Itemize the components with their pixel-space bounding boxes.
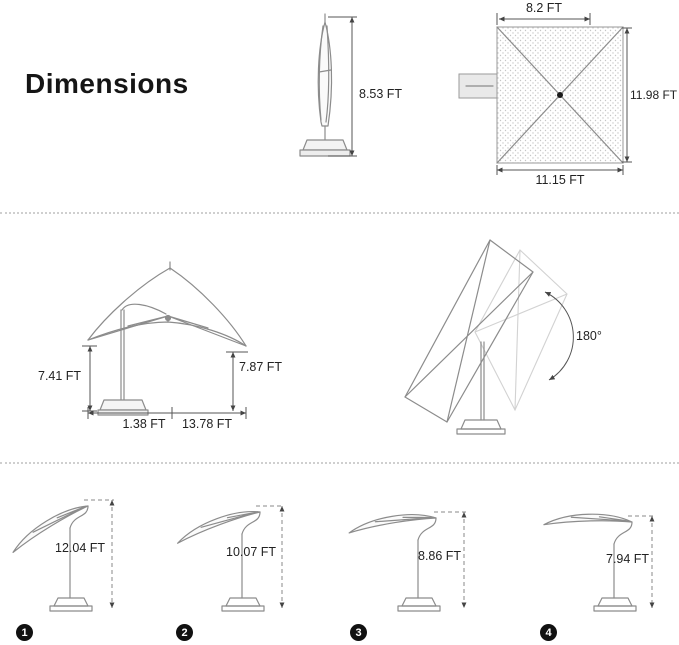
position-4-height-label: 7.94 FT (606, 552, 650, 566)
canopy-bottom-width-label: 11.15 FT (535, 173, 585, 187)
position-1-badge: 1 (16, 624, 33, 641)
position-2-umbrella (176, 505, 285, 612)
position-2-height-label: 10.07 FT (226, 545, 277, 559)
right-height-dimension-line (226, 351, 248, 411)
rotation-angle-label: 180° (576, 329, 602, 343)
tilted-canopy (404, 239, 534, 423)
right-height-label: 7.87 FT (239, 360, 283, 374)
rotation-arc (544, 291, 574, 381)
left-height-dimension-line (82, 345, 97, 412)
position-3-badge: 3 (350, 624, 367, 641)
ghost-canopy (474, 249, 568, 412)
base-span-dimension-line (87, 407, 247, 419)
canopy-top-width-dimension-line (496, 13, 591, 25)
canopy-bottom-width-dimension-line (496, 165, 624, 175)
canopy-top-width-label: 8.2 FT (525, 1, 563, 15)
canopy-top-view (458, 26, 624, 164)
canopy-depth-dimension-line (622, 27, 632, 163)
left-height-label: 7.41 FT (38, 369, 82, 383)
center-hub-dot (557, 92, 563, 98)
closed-height-dimension-line (328, 16, 357, 157)
position-1-umbrella (12, 499, 115, 612)
tilt-umbrella-view (404, 239, 574, 435)
section-divider-top (0, 212, 679, 214)
position-1-height-label: 12.04 FT (55, 541, 106, 555)
position-4-umbrella (543, 513, 655, 612)
base-offset-label: 1.38 FT (122, 417, 166, 431)
closed-umbrella-side-view (299, 13, 351, 157)
page-title: Dimensions (25, 68, 189, 99)
position-2-badge: 2 (176, 624, 193, 641)
total-span-label: 13.78 FT (181, 417, 233, 431)
position-4-badge: 4 (540, 624, 557, 641)
open-umbrella-front-view (87, 261, 247, 416)
position-3-height-label: 8.86 FT (418, 549, 462, 563)
section-divider-bottom (0, 462, 679, 464)
closed-height-label: 8.53 FT (359, 87, 403, 101)
canopy-depth-label: 11.98 FT (630, 88, 678, 102)
position-3-umbrella (348, 511, 467, 612)
